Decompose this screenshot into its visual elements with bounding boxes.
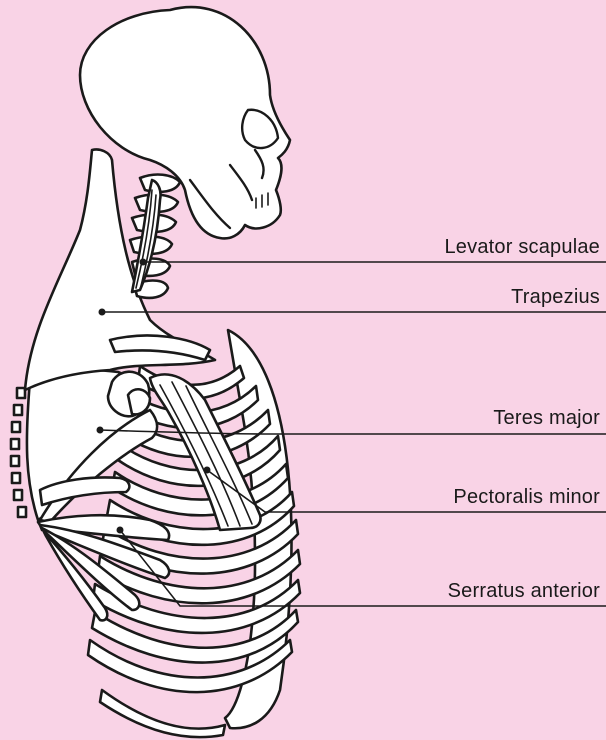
label-serratus-anterior: Serratus anterior <box>448 580 600 603</box>
label-teres-major: Teres major <box>493 407 600 430</box>
label-trapezius: Trapezius <box>511 286 600 309</box>
spine-segments <box>11 388 26 517</box>
leader-lines <box>97 259 606 607</box>
label-levator-scapulae: Levator scapulae <box>444 236 600 259</box>
label-pectoralis-minor: Pectoralis minor <box>453 486 600 509</box>
